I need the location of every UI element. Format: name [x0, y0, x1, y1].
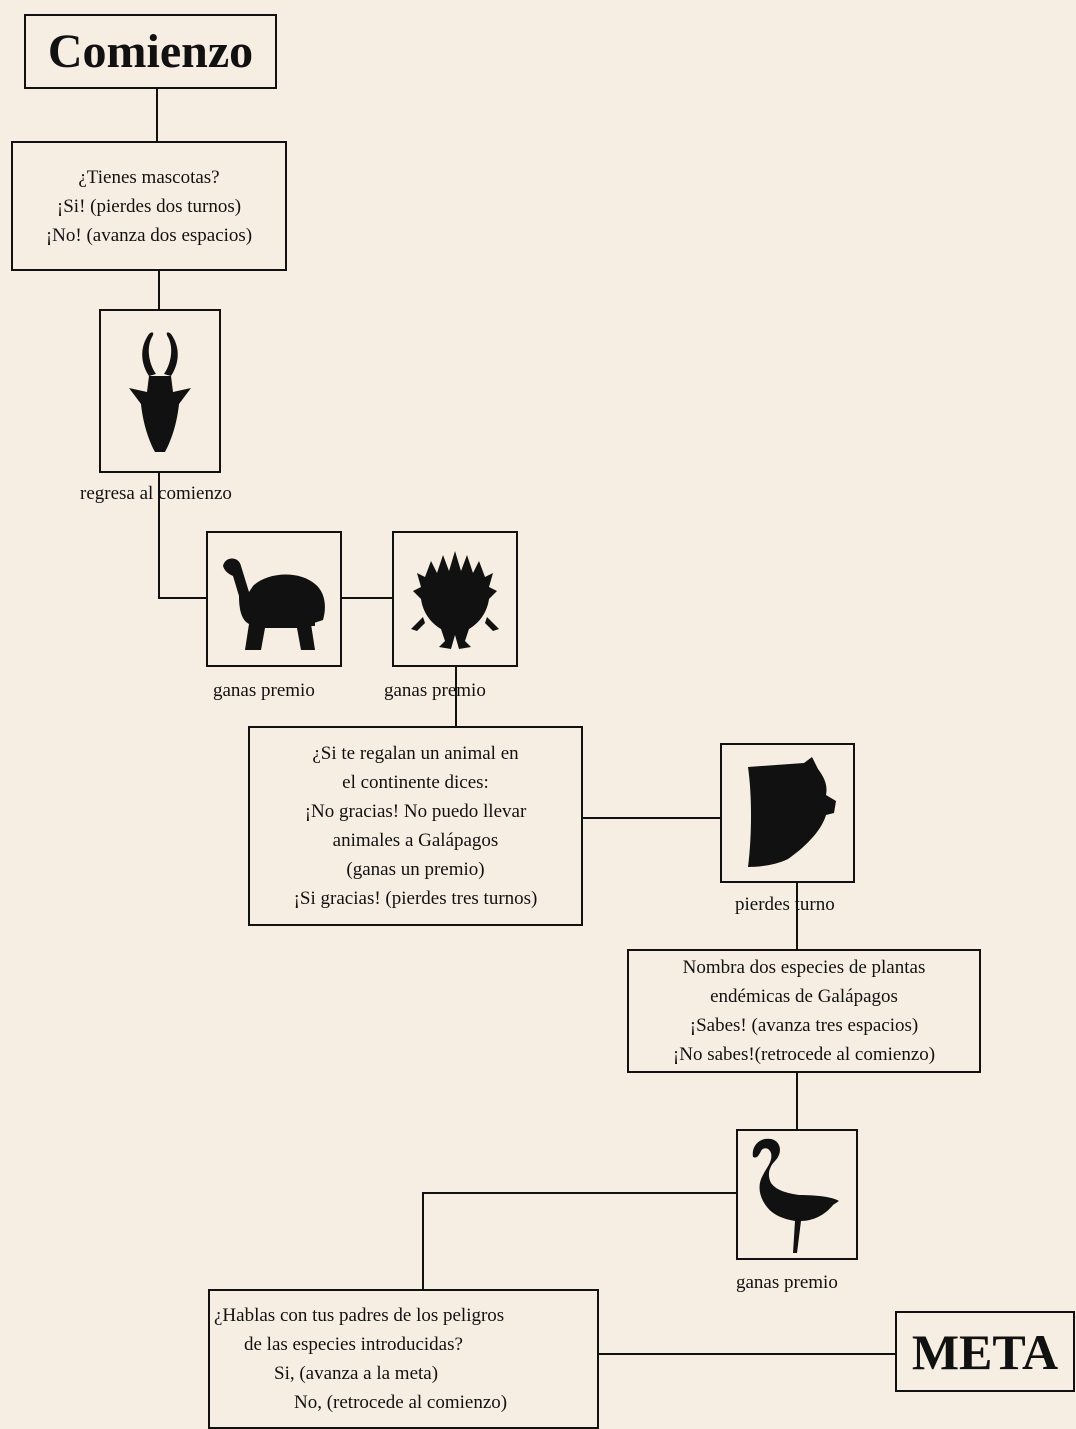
question-parents-line: No, (retrocede al comienzo) — [294, 1392, 508, 1413]
goal-label: META — [911, 1323, 1059, 1380]
question-pets-line: ¡No! (avanza dos espacios) — [45, 224, 253, 246]
start-label: Comienzo — [47, 25, 254, 78]
question-plants-line: endémicas de Galápagos — [710, 986, 898, 1007]
question-gift-line: ¡Si gracias! (pierdes tres turnos) — [293, 888, 538, 909]
question-pets-line: ¿Tienes mascotas? — [78, 166, 220, 188]
iguana-icon — [411, 551, 499, 649]
question-parents-line: ¿Hablas con tus padres de los peligros — [214, 1305, 505, 1326]
question-gift-line: (ganas un premio) — [346, 859, 485, 880]
square-caption: ganas premio — [736, 1272, 838, 1293]
question-gift-line: animales a Galápagos — [332, 830, 499, 851]
square-caption: regresa al comienzo — [80, 483, 232, 504]
square-tortoise — [206, 531, 342, 667]
question-parents-box: ¿Hablas con tus padres de los peligros d… — [208, 1289, 599, 1429]
square-antelope — [99, 309, 221, 473]
question-gift-box: ¿Si te regalan un animal en el continent… — [248, 726, 583, 926]
square-caption: ganas premio — [384, 680, 486, 701]
flamingo-icon — [752, 1138, 839, 1253]
start-box: Comienzo — [24, 14, 277, 89]
question-pets-box: ¿Tienes mascotas? ¡Si! (pierdes dos turn… — [11, 141, 287, 271]
question-gift-line: el continente dices: — [342, 772, 489, 793]
question-plants-line: Nombra dos especies de plantas — [682, 957, 926, 978]
giant-tortoise-icon — [223, 558, 325, 650]
square-caption: pierdes turno — [735, 894, 835, 915]
question-parents-line: de las especies introducidas? — [244, 1334, 463, 1355]
question-pets-line: ¡Si! (pierdes dos turnos) — [56, 195, 242, 217]
question-gift-line: ¡No gracias! No puedo llevar — [304, 801, 527, 822]
pig-head-icon — [747, 757, 836, 867]
question-plants-line: ¡Sabes! (avanza tres espacios) — [689, 1015, 919, 1036]
square-iguana — [392, 531, 518, 667]
square-caption: ganas premio — [213, 680, 315, 701]
goal-box: META — [895, 1311, 1075, 1392]
question-plants-line: ¡No sabes!(retrocede al comienzo) — [672, 1044, 936, 1065]
question-parents-line: Si, (avanza a la meta) — [274, 1363, 439, 1384]
antelope-head-icon — [129, 332, 191, 452]
question-plants-box: Nombra dos especies de plantas endémicas… — [627, 949, 981, 1073]
square-flamingo — [736, 1129, 858, 1260]
square-pig — [720, 743, 855, 883]
question-gift-line: ¿Si te regalan un animal en — [312, 743, 519, 764]
